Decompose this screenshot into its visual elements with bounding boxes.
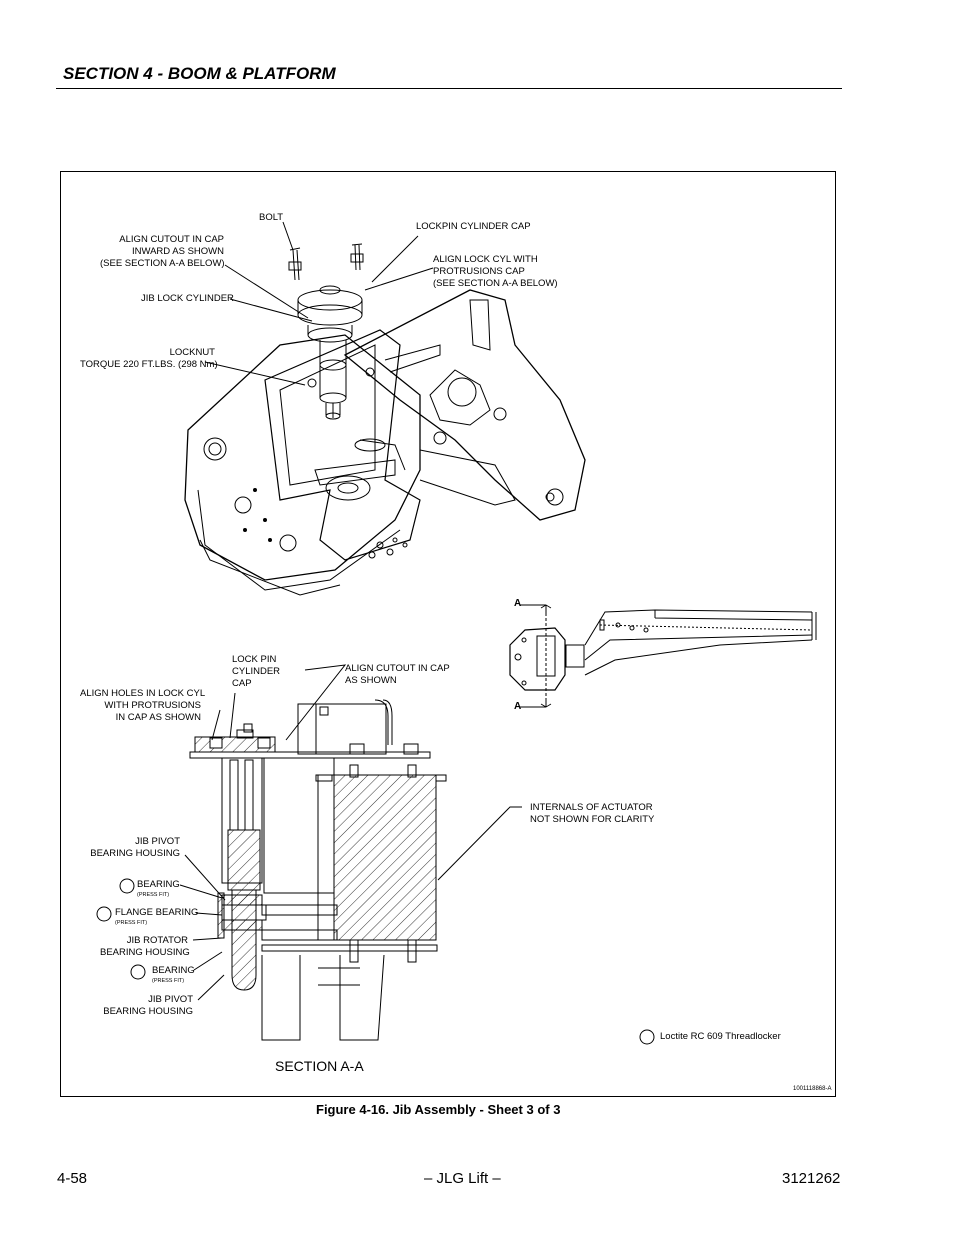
callout-align-cutout-shown: ALIGN CUTOUT IN CAP AS SHOWN (345, 663, 450, 686)
drawing-number: 1001118868-A (793, 1086, 832, 1092)
press-fit-note: (PRESS FIT) (152, 978, 185, 984)
callout-align-holes: ALIGN HOLES IN LOCK CYL WITH PROTRUSIONS… (80, 688, 206, 723)
section-a-a-label: SECTION A-A (275, 1058, 364, 1074)
section-title: SECTION 4 - BOOM & PLATFORM (63, 64, 336, 83)
section-marker-bottom: A (514, 701, 522, 712)
callout-jib-rotator-housing: JIB ROTATOR BEARING HOUSING (100, 935, 190, 958)
callout-bearing-bottom: BEARING (152, 965, 195, 976)
callout-jib-pivot-housing-bottom: JIB PIVOT BEARING HOUSING (103, 994, 193, 1017)
callout-internals: INTERNALS OF ACTUATOR NOT SHOWN FOR CLAR… (530, 802, 655, 825)
callout-locknut: LOCKNUT TORQUE 220 FT.LBS. (298 Nm) (80, 347, 218, 370)
upper-assembly-view (184, 221, 586, 596)
callout-align-lock-cyl: ALIGN LOCK CYL WITH PROTRUSIONS CAP (SEE… (433, 254, 558, 289)
callout-flange-bearing: FLANGE BEARING (115, 907, 199, 918)
callout-jib-lock-cylinder: JIB LOCK CYLINDER (141, 293, 234, 304)
callout-lock-pin-cylinder-cap: LOCK PIN CYLINDER CAP (232, 654, 281, 689)
press-fit-note: (PRESS FIT) (115, 920, 148, 926)
callout-jib-pivot-housing-top: JIB PIVOT BEARING HOUSING (90, 836, 180, 859)
header-rule (56, 88, 842, 89)
callout-lockpin-cylinder-cap: LOCKPIN CYLINDER CAP (416, 221, 531, 232)
section-a-a-view (179, 664, 522, 1041)
footer-center: – JLG Lift – (424, 1170, 501, 1187)
press-fit-note: (PRESS FIT) (137, 892, 170, 898)
loctite-symbol (130, 964, 146, 980)
section-marker-top: A (514, 598, 522, 609)
manual-number: 3121262 (782, 1170, 841, 1187)
callout-bolt: BOLT (259, 212, 284, 223)
page-number: 4-58 (57, 1170, 88, 1187)
loctite-legend: Loctite RC 609 Threadlocker (660, 1031, 781, 1042)
loctite-symbol (639, 1029, 655, 1045)
figure-frame (60, 171, 836, 1097)
callout-bearing-top: BEARING (137, 879, 180, 890)
loctite-symbol (96, 906, 112, 922)
inset-view (509, 604, 817, 708)
callout-align-cutout-cap: ALIGN CUTOUT IN CAP INWARD AS SHOWN (SEE… (100, 234, 225, 269)
loctite-symbol (119, 878, 135, 894)
figure-caption: Figure 4-16. Jib Assembly - Sheet 3 of 3 (316, 1102, 561, 1117)
